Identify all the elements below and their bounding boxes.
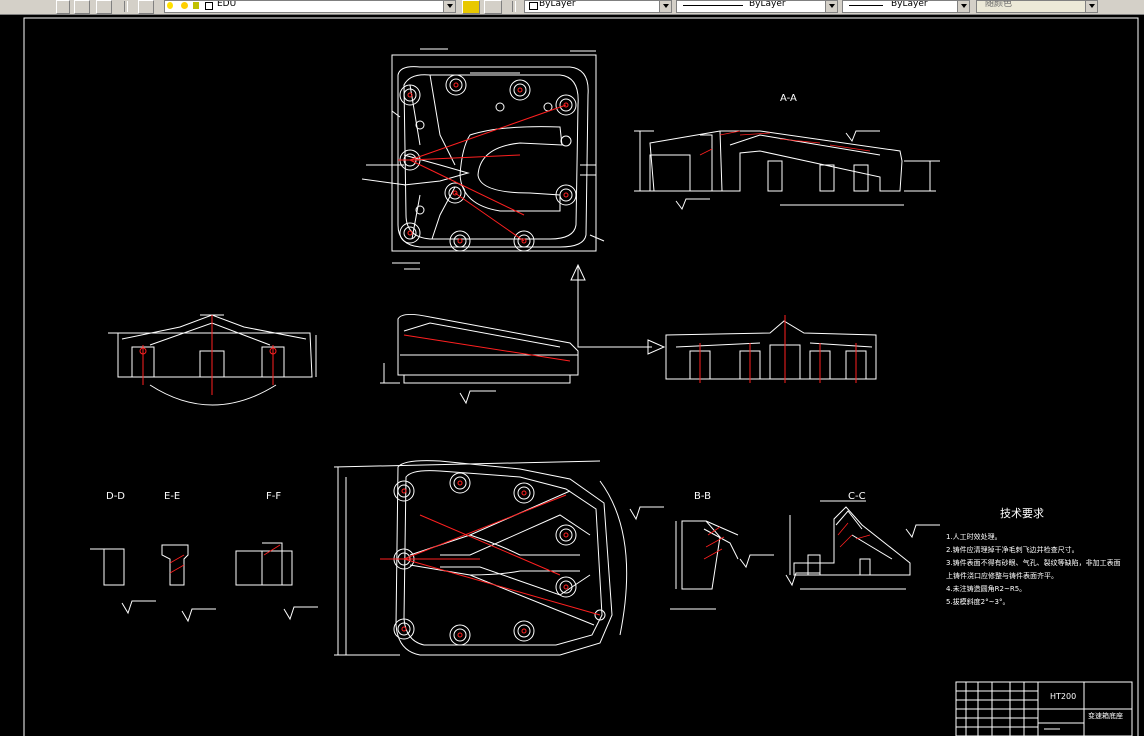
view-direction-arrows [570, 263, 666, 355]
section-bb-label: B-B [694, 491, 711, 502]
front-view-left-centerlines [139, 315, 277, 395]
section-aa-hatch [699, 130, 871, 156]
side-view-right-centerlines [699, 315, 857, 383]
section-cc-view [785, 500, 940, 590]
lineweight-sample [849, 5, 883, 6]
toolbar-separator [512, 1, 516, 12]
section-aa-view [634, 130, 940, 211]
lineweight-value: ByLayer [891, 0, 928, 9]
chevron-down-icon[interactable] [659, 1, 671, 12]
linetype-value: ByLayer [749, 0, 786, 9]
drawing-frame [23, 17, 1139, 736]
toolbar-button[interactable] [56, 0, 70, 14]
section-dd-ee-ff-views [90, 542, 318, 623]
layer-state-icon[interactable] [96, 0, 112, 14]
tech-req-title: 技术要求 [1000, 507, 1044, 520]
layer-properties-icon[interactable] [138, 0, 154, 14]
lock-icon [193, 2, 199, 9]
section-dd-label: D-D [106, 491, 125, 502]
section-aa-label: A-A [780, 93, 797, 104]
chevron-down-icon[interactable] [443, 1, 455, 12]
side-view-right [665, 320, 877, 380]
tech-req-item-6: 5.拔模斜度2°~3°。 [946, 597, 1009, 606]
sun-icon [181, 2, 188, 9]
tech-req-item-4: 上铸件浇口应修整与铸件表面齐平。 [946, 571, 1058, 580]
section-cc-hatch [837, 522, 871, 548]
linetype-sample [683, 5, 743, 6]
section-bb-view [629, 506, 774, 610]
tech-req-item-5: 4.未注铸造圆角R2~R5。 [946, 584, 1026, 593]
bottom-view [333, 460, 628, 656]
toolbar-separator [124, 1, 128, 12]
color-value: ByLayer [539, 0, 576, 9]
top-view-centerlines [398, 82, 569, 244]
section-ee-label: E-E [164, 491, 180, 502]
color-combo[interactable]: ByLayer [524, 0, 672, 13]
chevron-down-icon[interactable] [825, 1, 837, 12]
lineweight-combo[interactable]: ByLayer [842, 0, 970, 13]
bottom-view-centerlines [380, 480, 601, 638]
title-block-part-name: 变速箱底座 [1088, 711, 1123, 720]
tech-req-item-3: 3.铸件表面不得有砂眼、气孔、裂纹等缺陷，非加工表面 [946, 558, 1121, 567]
title-block [955, 681, 1133, 736]
plotstyle-value: 随颜色 [985, 0, 1013, 9]
layer-combo[interactable]: EDU [164, 0, 456, 13]
chevron-down-icon[interactable] [957, 1, 969, 12]
layer-previous-icon[interactable] [484, 0, 502, 14]
section-bb-hatch [703, 526, 725, 560]
plotstyle-combo[interactable]: 随颜色 [976, 0, 1098, 13]
lightbulb-icon [167, 2, 173, 9]
make-current-icon[interactable] [462, 0, 480, 14]
tech-req-item-2: 2.铸件应清理掉干净毛刺飞边并检查尺寸。 [946, 545, 1079, 554]
linetype-combo[interactable]: ByLayer [676, 0, 838, 13]
section-cc-label: C-C [848, 491, 866, 502]
drawing-canvas[interactable]: A-A [0, 15, 1144, 736]
front-view-middle [380, 313, 579, 405]
layer-color-swatch [205, 2, 213, 10]
section-ee-hatch [169, 544, 281, 574]
top-view [361, 48, 605, 270]
color-swatch [529, 2, 538, 10]
layer-manager-icon[interactable] [74, 0, 90, 14]
toolbar: EDU ByLayer ByLayer ByLayer 随颜色 [0, 0, 1144, 15]
cad-drawing[interactable]: A-A [0, 15, 1144, 736]
technical-requirements: 技术要求 1.人工时效处理。 2.铸件应清理掉干净毛刺飞边并检查尺寸。 3.铸件… [946, 507, 1121, 606]
layer-name: EDU [217, 0, 237, 9]
tech-req-item-1: 1.人工时效处理。 [946, 532, 1002, 541]
title-block-material: HT200 [1050, 692, 1076, 701]
front-view-middle-centerlines [403, 334, 571, 362]
section-ff-label: F-F [266, 491, 281, 502]
chevron-down-icon[interactable] [1085, 1, 1097, 12]
